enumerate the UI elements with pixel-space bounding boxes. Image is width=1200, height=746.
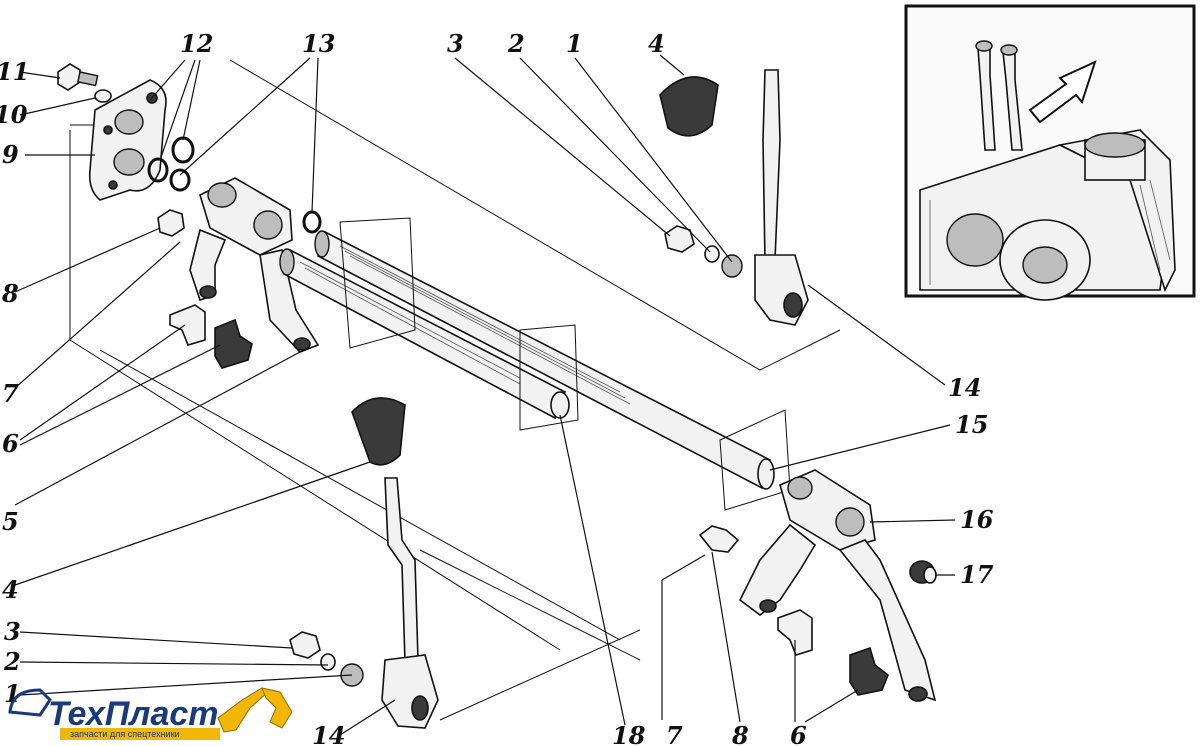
callout-1-left: 1 — [4, 679, 21, 708]
callout-4-top: 4 — [648, 29, 665, 58]
techplast-logo: ТехПласт запчасти для спецтехники — [8, 687, 293, 740]
right-shift-fork — [738, 469, 937, 702]
callout-9: 9 — [2, 140, 19, 169]
left-shift-fork — [157, 177, 320, 353]
bottom-lever — [381, 477, 439, 729]
flange-plate — [88, 79, 167, 201]
callout-6-bottom: 6 — [790, 721, 807, 746]
callout-4-left: 4 — [2, 575, 19, 604]
top-right-lever — [754, 69, 809, 326]
top-fasteners — [664, 225, 743, 278]
callout-10: 10 — [0, 100, 28, 129]
callout-14-right: 14 — [948, 373, 981, 402]
callout-3-left: 3 — [4, 617, 21, 646]
callout-13: 13 — [302, 29, 335, 58]
excavator-icon — [8, 687, 293, 733]
callout-7-left: 7 — [2, 379, 19, 408]
callout-6-left: 6 — [2, 429, 19, 458]
logo-brand: ТехПласт — [48, 695, 219, 733]
bottom-knob — [351, 397, 406, 466]
callout-1-top: 1 — [566, 29, 583, 58]
callout-7-bottom: 7 — [666, 721, 683, 746]
callout-15: 15 — [955, 410, 988, 439]
washer-10 — [94, 89, 112, 103]
slide-blocks-right — [777, 609, 889, 696]
callout-2-left: 2 — [3, 647, 21, 676]
plug-17 — [909, 560, 937, 584]
inset-view — [904, 4, 1196, 301]
bolt-8-right — [698, 525, 740, 553]
ring-13 — [302, 210, 322, 234]
callout-labels: 11 10 9 12 13 8 7 6 5 4 3 2 1 3 2 1 4 14… — [0, 29, 994, 746]
logo-tagline: запчасти для спецтехники — [70, 729, 180, 739]
callout-12: 12 — [180, 29, 213, 58]
callout-11: 11 — [0, 57, 29, 86]
leader-lines — [14, 54, 956, 736]
callout-16: 16 — [960, 505, 994, 534]
bottom-fasteners — [289, 631, 364, 687]
callout-18: 18 — [612, 721, 646, 746]
bolt-11 — [57, 63, 99, 91]
callout-8-bottom: 8 — [731, 721, 749, 746]
shift-shafts — [279, 217, 791, 511]
callout-8-left: 8 — [1, 279, 19, 308]
callout-17: 17 — [960, 560, 994, 589]
callout-14-bottom: 14 — [312, 721, 345, 746]
callout-3-top: 3 — [447, 29, 464, 58]
top-knob — [659, 76, 719, 137]
assembly-guide-lines — [69, 59, 841, 721]
callout-5: 5 — [2, 507, 19, 536]
slide-blocks-left — [169, 304, 253, 369]
callout-2-top: 2 — [507, 29, 525, 58]
pointer-arrow-icon — [1028, 60, 1097, 124]
